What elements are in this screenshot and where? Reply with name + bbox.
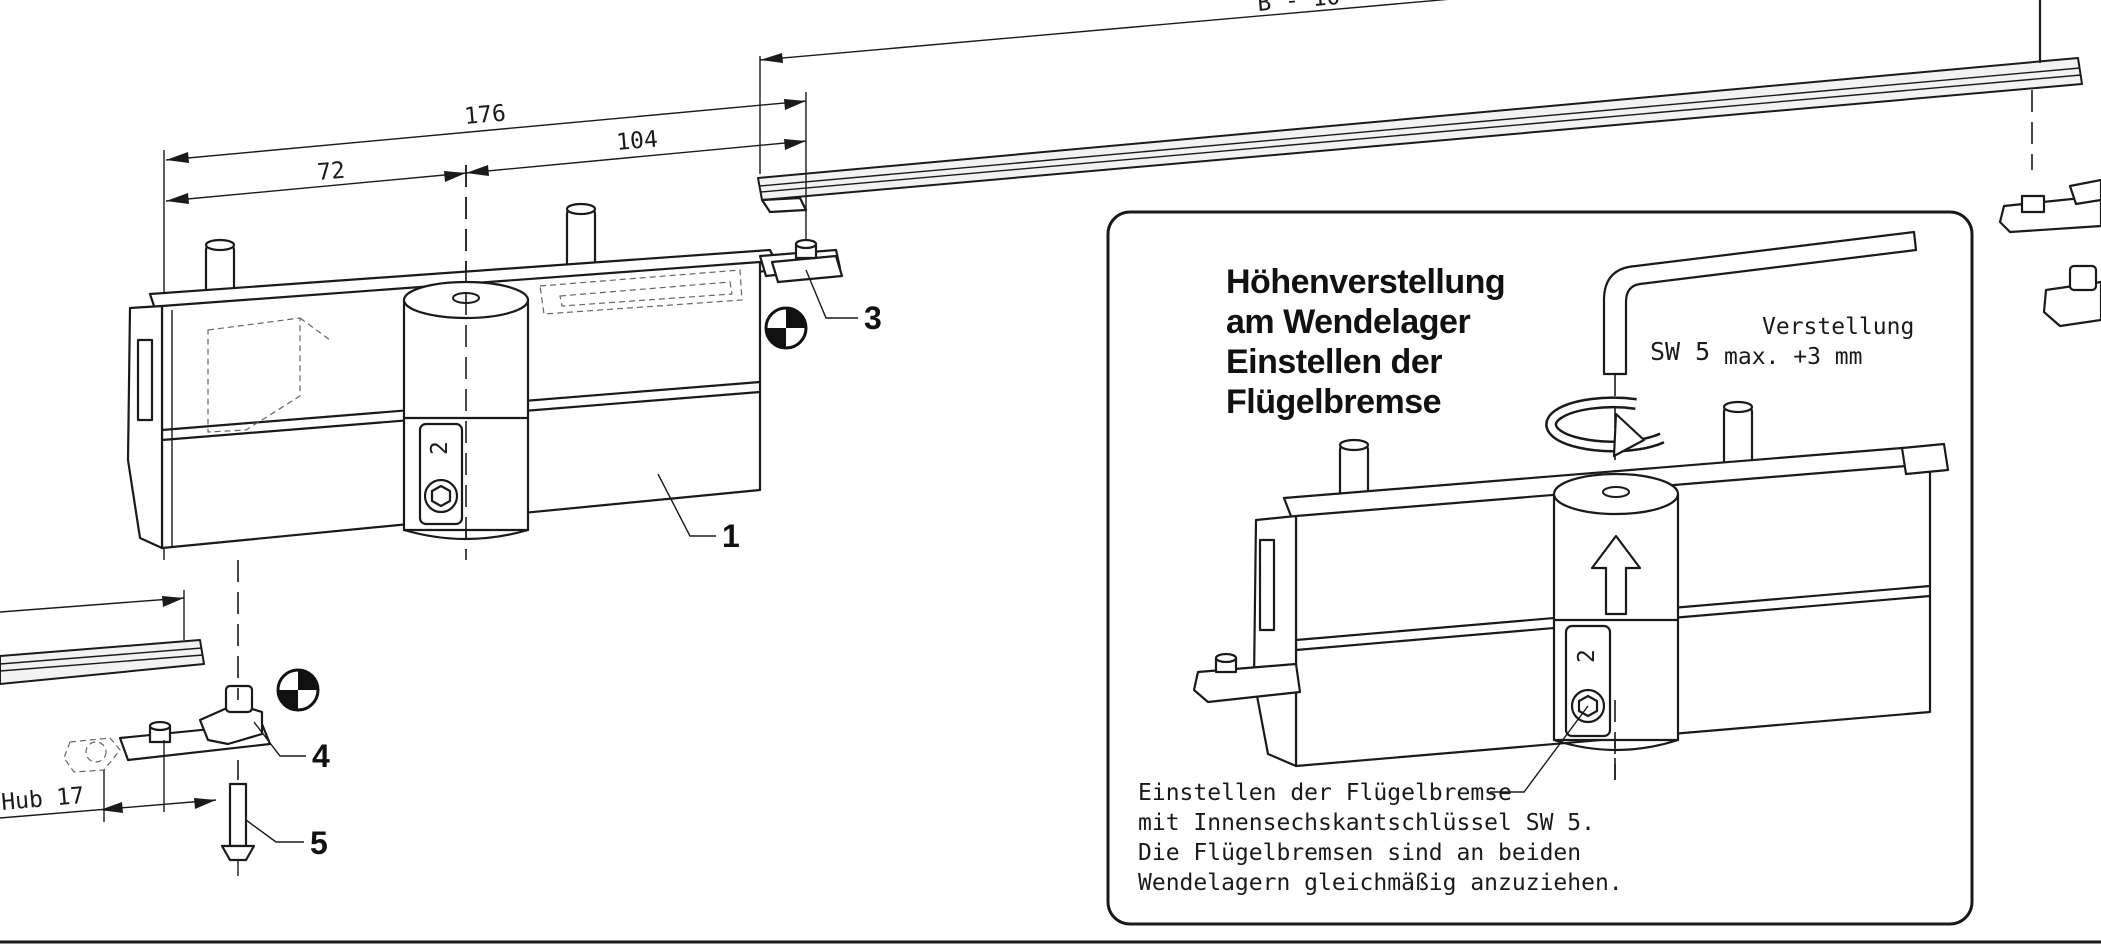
- right-edge-parts: [1998, 90, 2101, 328]
- inset-heading-line-2: am Wendelager: [1226, 303, 1470, 341]
- dim-176: 176: [463, 100, 507, 130]
- key-size-label: SW 5: [1650, 337, 1710, 366]
- callout-5: 5: [310, 825, 328, 861]
- note-line-2: mit Innensechskantschlüssel SW 5.: [1138, 810, 1595, 836]
- inset-heading-line-4: Flügelbremse: [1226, 383, 1441, 421]
- inset-heading-line-1: Höhenverstellung: [1226, 263, 1505, 301]
- dim-top-cut: B - 10 - 2: [1256, 0, 1396, 17]
- adjustment-line-1: Verstellung: [1762, 314, 1914, 340]
- callout-4: 4: [312, 738, 330, 774]
- note-line-3: Die Flügelbremsen sind an beiden: [1138, 840, 1581, 866]
- dim-hub: Hub 17: [0, 783, 85, 816]
- callouts: 1 3 4 5: [245, 269, 882, 861]
- svg-text:2: 2: [1574, 649, 1600, 663]
- up-arrow-icon: [1590, 534, 1642, 616]
- top-rail: [757, 0, 2083, 214]
- note-line-4: Wendelagern gleichmäßig anzuziehen.: [1138, 870, 1623, 896]
- bearing-assembly-main: 2: [126, 165, 844, 560]
- countersunk-screw: [220, 782, 256, 876]
- pivot-bracket: [63, 560, 272, 780]
- rotation-arrow-icon: [1545, 396, 1665, 458]
- lower-rail: [0, 590, 205, 685]
- note-line-1: Einstellen der Flügelbremse: [1138, 780, 1512, 806]
- dim-72: 72: [316, 158, 346, 186]
- inset-heading-line-3: Einstellen der: [1226, 343, 1442, 381]
- inset-panel: Höhenverstellung am Wendelager Einstelle…: [1106, 210, 1974, 926]
- callout-1: 1: [722, 518, 740, 554]
- adjustment-line-2: max. +3 mm: [1724, 344, 1862, 370]
- center-of-gravity-icon: [764, 306, 808, 350]
- dim-104: 104: [615, 126, 659, 156]
- svg-text:2: 2: [427, 441, 453, 455]
- center-of-gravity-icon: [276, 668, 320, 712]
- callout-3: 3: [864, 300, 882, 336]
